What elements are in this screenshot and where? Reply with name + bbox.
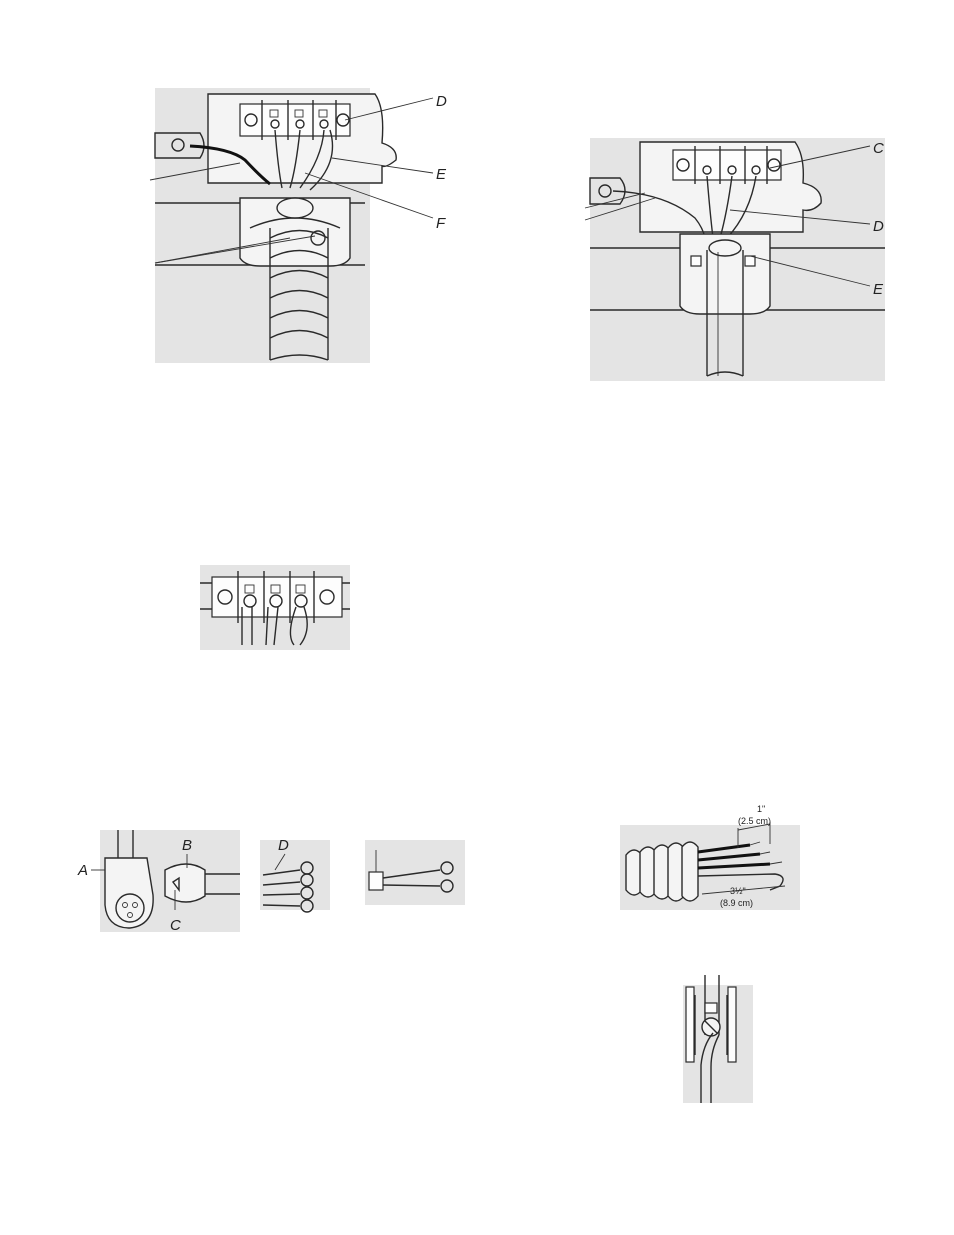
ground-screw-closeup — [683, 975, 753, 1105]
dim-long: 3½" — [730, 886, 746, 896]
conduit-connection-diagram: D E F — [150, 88, 460, 373]
wire-strip-diagram: 1" (2.5 cm) 3½" (8.9 cm) — [620, 800, 810, 910]
callout-d: D — [436, 93, 447, 110]
callout-d: D — [278, 837, 289, 854]
terminal-block — [673, 146, 781, 184]
dim-short: 1" — [757, 804, 765, 814]
cord-types-diagram: A B C D — [75, 830, 475, 935]
callout-b: B — [182, 837, 192, 854]
dim-short-metric: (2.5 cm) — [738, 816, 771, 826]
callout-f: F — [436, 215, 446, 232]
terminal-block — [240, 100, 350, 140]
terminal-block-closeup — [200, 565, 350, 650]
callout-c: C — [170, 917, 181, 934]
power-cord-connection-diagram: C D E — [585, 138, 890, 383]
dim-long-metric: (8.9 cm) — [720, 898, 753, 908]
callout-d: D — [873, 218, 884, 235]
callout-e: E — [436, 166, 447, 183]
callout-e: E — [873, 281, 884, 298]
conduit-coils — [626, 842, 698, 901]
callout-a: A — [77, 862, 88, 879]
callout-c: C — [873, 140, 884, 157]
